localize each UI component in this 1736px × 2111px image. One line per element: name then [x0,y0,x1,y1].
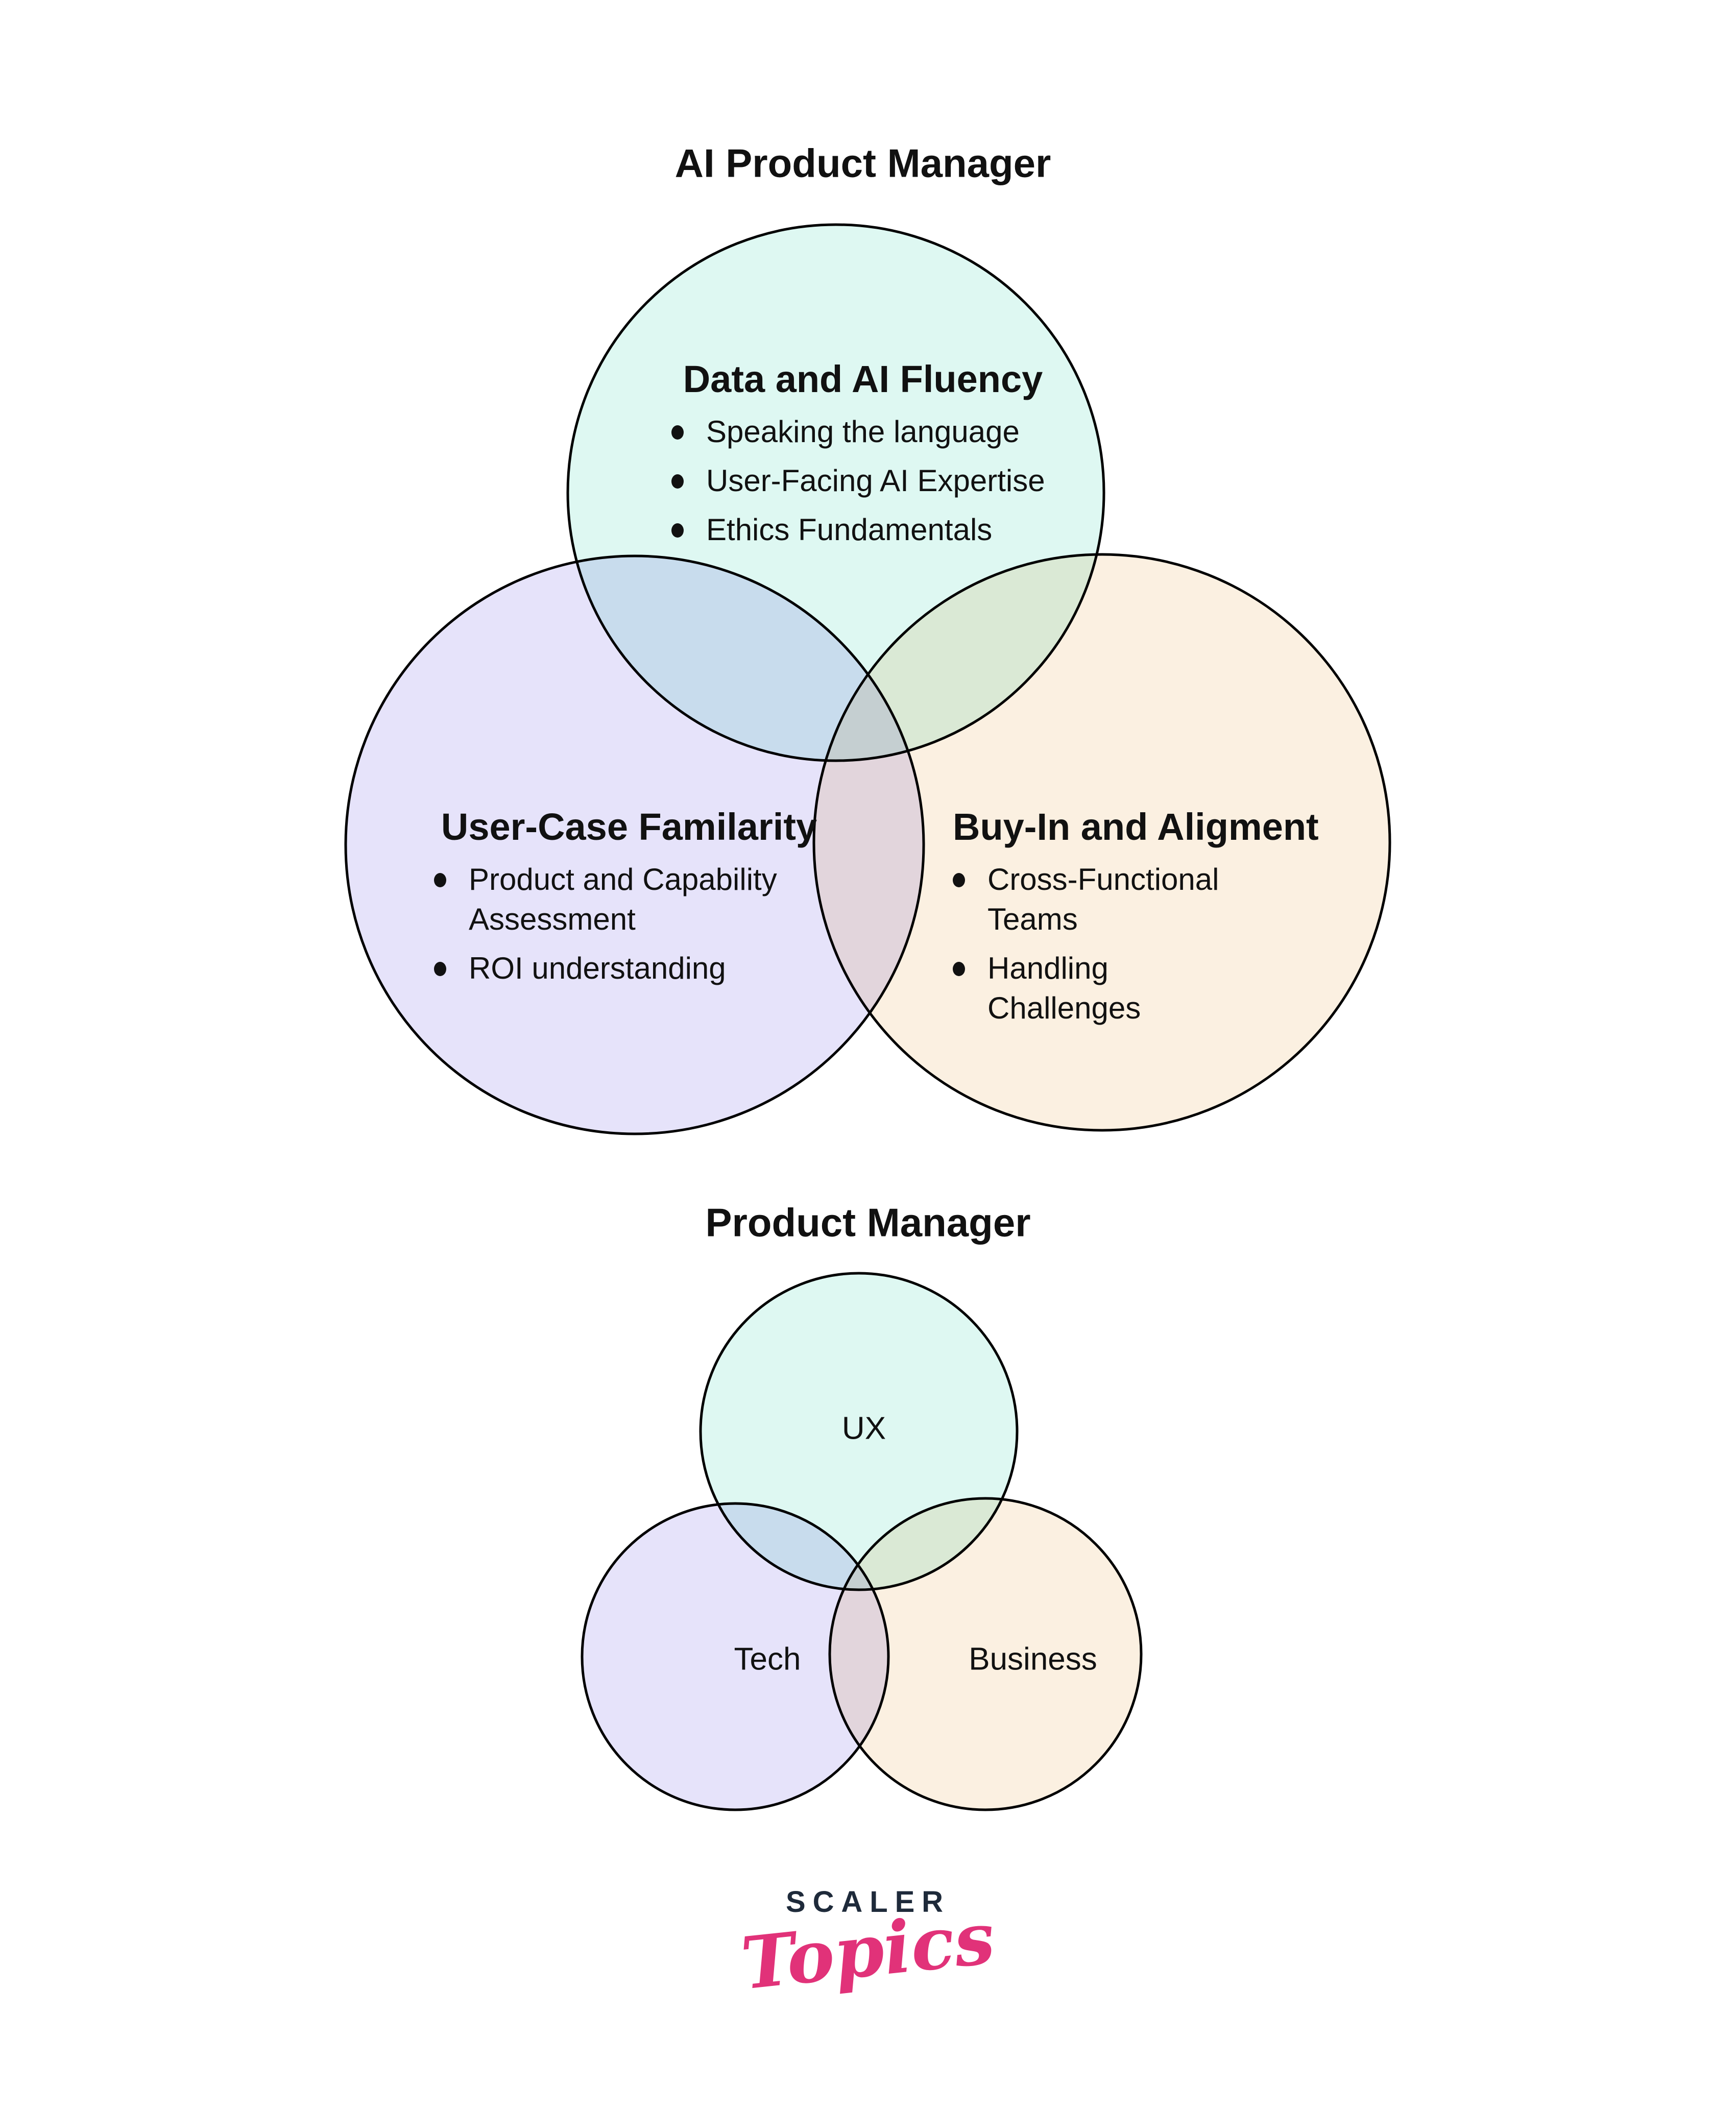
bullet-item: Cross-Functional Teams [953,860,1259,939]
bullet-icon [953,962,965,977]
bullet-text: ROI understanding [469,951,726,986]
venn2-circles [581,1272,1143,1811]
bullet-item: Product and Capability Assessment [434,860,807,939]
bullet-item: Ethics Fundamentals [671,510,1049,550]
bullet-item: User-Facing AI Expertise [671,461,1049,501]
business-label: Business [969,1641,1097,1677]
bullet-item: Speaking the language [671,412,1049,452]
bullet-text: Handling Challenges [987,951,1141,1026]
bullet-text: User-Facing AI Expertise [706,464,1045,498]
bullet-item: Handling Challenges [953,949,1259,1028]
venn1-circles [344,223,1391,1135]
tech-label: Tech [734,1641,801,1677]
bullet-icon [671,474,684,489]
buy-in-aligment-bullets: Cross-Functional Teams Handling Challeng… [953,860,1259,1028]
venn2-business-circle [828,1497,1143,1811]
data-ai-fluency-block: Data and AI Fluency Speaking the languag… [671,357,1054,550]
bullet-icon [671,523,684,538]
scaler-wordmark: SCALER [786,1885,950,1919]
bullet-icon [953,873,965,888]
data-ai-fluency-bullets: Speaking the language User-Facing AI Exp… [671,412,1049,550]
bullet-text: Product and Capability Assessment [469,862,777,937]
data-ai-fluency-heading: Data and AI Fluency [683,358,1043,400]
bullet-icon [671,425,684,440]
buy-in-aligment-block: Buy-In and Aligment Cross-Functional Tea… [953,805,1319,1028]
bullet-text: Cross-Functional Teams [987,862,1219,937]
bullet-item: ROI understanding [434,949,807,988]
bullet-text: Speaking the language [706,415,1020,449]
bullet-icon [434,873,446,888]
venn1-right-circle [812,553,1391,1132]
bullet-icon [434,962,446,977]
user-case-familarity-block: User-Case Familarity Product and Capabil… [434,805,824,988]
user-case-familarity-bullets: Product and Capability Assessment ROI un… [434,860,807,988]
ux-label: UX [841,1411,886,1446]
diagram2-title: Product Manager [705,1200,1031,1245]
user-case-familarity-heading: User-Case Familarity [441,806,817,848]
scaler-topics-logo: SCALER Topics [737,1885,998,2006]
buy-in-aligment-heading: Buy-In and Aligment [953,806,1319,848]
bullet-text: Ethics Fundamentals [706,513,993,547]
diagram1-title: AI Product Manager [674,140,1051,186]
